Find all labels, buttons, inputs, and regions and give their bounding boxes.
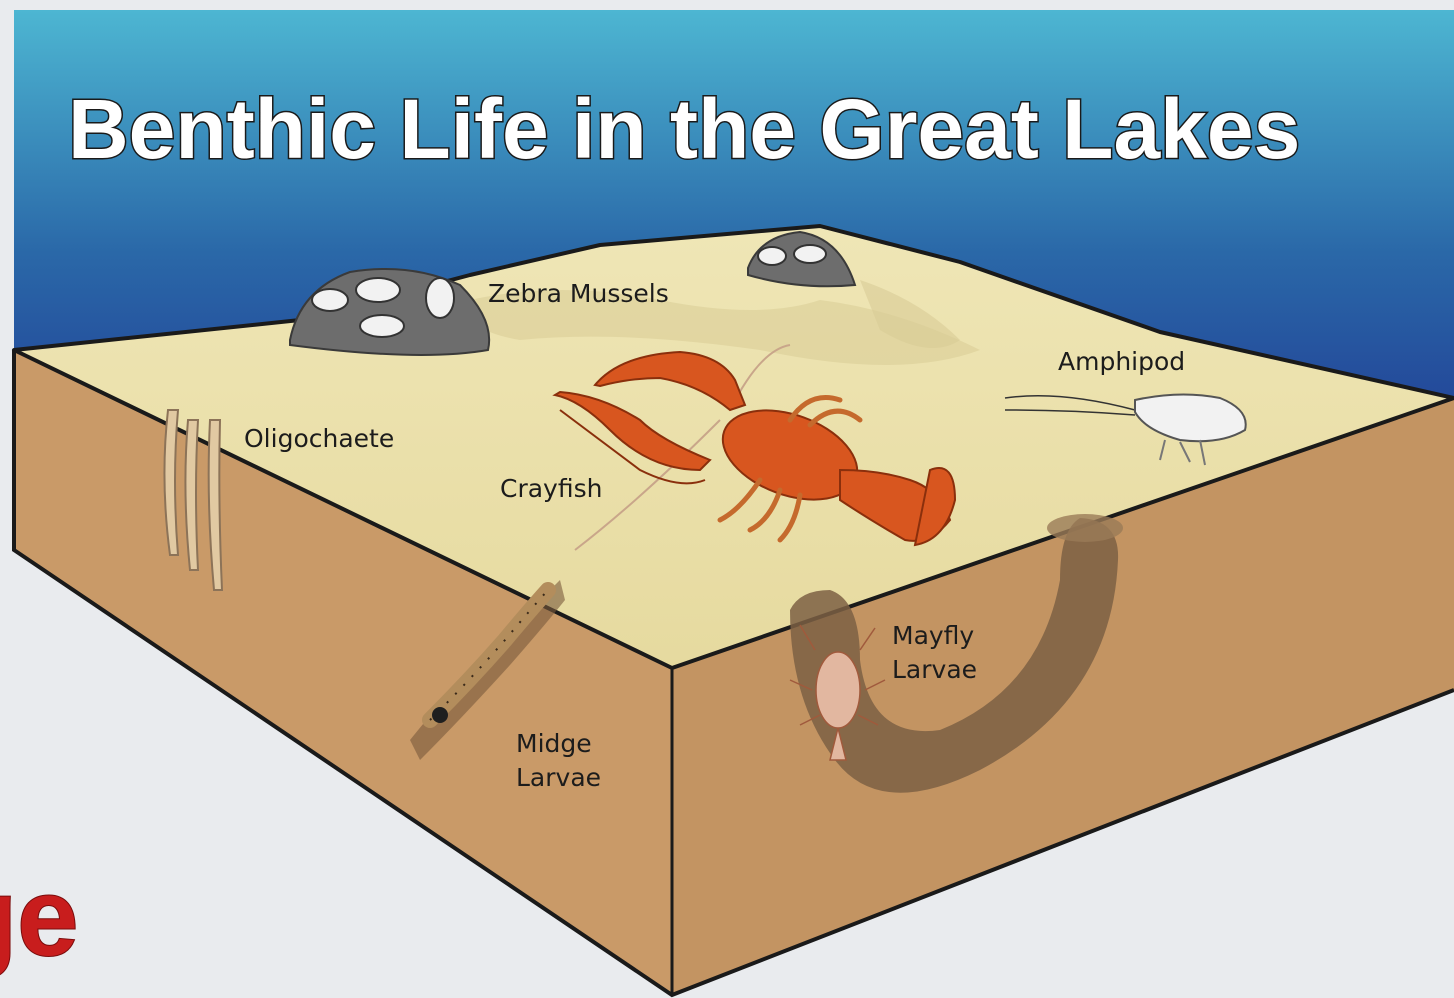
- cropped-slide-text: ge: [0, 856, 78, 979]
- label-midge-line2: Larvae: [516, 763, 601, 792]
- label-midge-line1: Midge: [516, 729, 592, 758]
- label-crayfish: Crayfish: [500, 474, 602, 503]
- label-mayfly-line1: Mayfly: [892, 621, 974, 650]
- label-zebra-mussels: Zebra Mussels: [488, 279, 669, 308]
- label-mayfly-line2: Larvae: [892, 655, 977, 684]
- burrow-opening: [1047, 514, 1123, 542]
- diagram-title: Benthic Life in the Great Lakes: [68, 82, 1300, 176]
- label-oligochaete: Oligochaete: [244, 424, 394, 453]
- label-amphipod: Amphipod: [1058, 347, 1185, 376]
